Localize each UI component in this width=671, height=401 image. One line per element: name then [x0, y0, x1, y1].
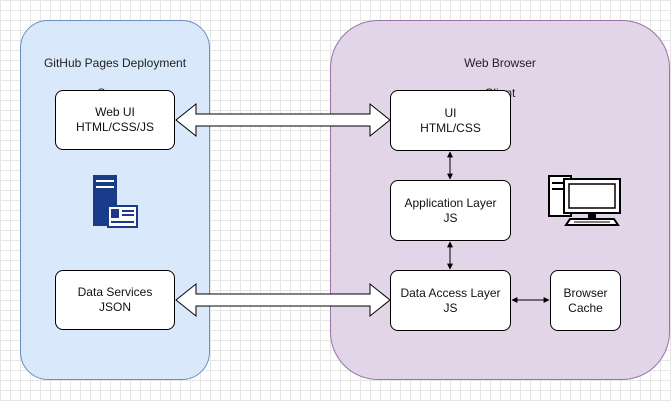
- data-services-node[interactable]: Data Services JSON: [55, 270, 175, 330]
- application-layer-label: Application Layer: [404, 195, 497, 210]
- web-ui-node[interactable]: Web UI HTML/CSS/JS: [55, 90, 175, 150]
- web-ui-label: Web UI: [95, 105, 135, 119]
- application-layer-node[interactable]: Application Layer JS: [390, 180, 511, 241]
- browser-cache-label-line2: Cache: [568, 300, 603, 315]
- desktop-computer-icon: [548, 175, 621, 226]
- application-layer-tech: JS: [443, 210, 458, 225]
- client-zone-title-line1: Web Browser: [464, 56, 536, 70]
- ui-label: UI: [444, 105, 457, 120]
- data-access-layer-node[interactable]: Data Access Layer JS: [390, 270, 511, 331]
- data-access-layer-label: Data Access Layer: [400, 285, 501, 300]
- server-zone-title: GitHub Pages Deployment Server: [21, 41, 209, 101]
- data-services-to-data-access-connector: [175, 282, 391, 318]
- data-services-format: JSON: [98, 300, 131, 314]
- data-access-layer-tech: JS: [443, 300, 458, 315]
- ui-node[interactable]: UI HTML/CSS: [390, 90, 511, 151]
- browser-cache-label-line1: Browser: [563, 285, 608, 300]
- server-icon: [93, 175, 138, 228]
- browser-cache-node[interactable]: Browser Cache: [550, 270, 621, 331]
- web-ui-to-ui-connector: [175, 102, 391, 138]
- ui-tech: HTML/CSS: [420, 120, 481, 135]
- data-services-label: Data Services: [77, 285, 153, 299]
- web-ui-tech: HTML/CSS/JS: [75, 120, 154, 134]
- server-zone-title-line1: GitHub Pages Deployment: [43, 56, 187, 70]
